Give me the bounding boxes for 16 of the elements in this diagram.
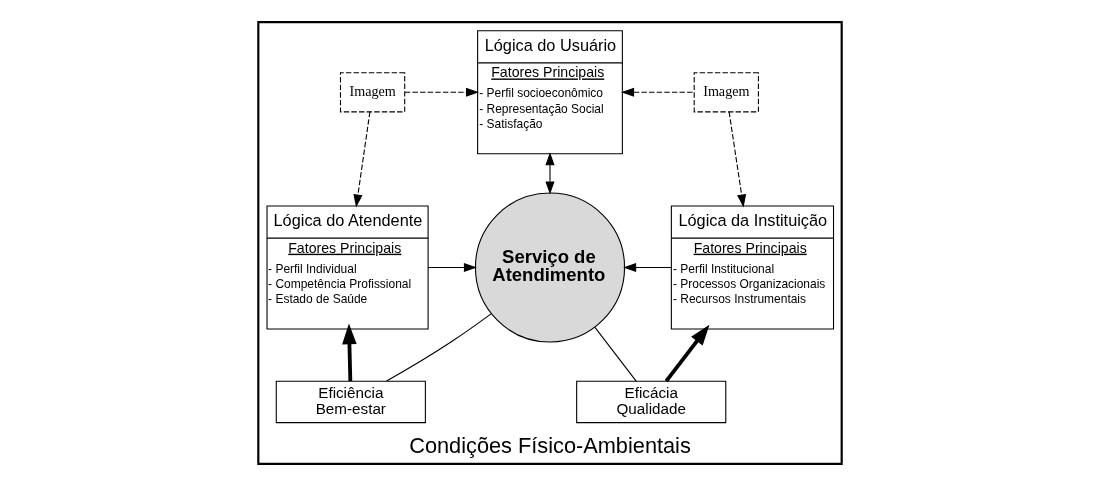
connector — [385, 312, 492, 382]
node-circle: Serviço de Atendimento — [474, 191, 625, 343]
node-box: Eficiência Bem-estar — [275, 380, 426, 423]
node-box: Imagem — [693, 71, 759, 112]
arrow — [341, 323, 357, 381]
arrow — [403, 87, 479, 97]
arrow — [544, 151, 555, 194]
arrow — [664, 324, 709, 382]
arrow — [622, 262, 672, 272]
node-box: Imagem — [339, 71, 405, 112]
arrow — [352, 110, 370, 207]
arrow — [620, 87, 694, 97]
connector — [593, 326, 637, 382]
arrow — [728, 110, 746, 207]
node-box: Eficácia Qualidade — [575, 380, 726, 423]
arrow — [427, 262, 477, 272]
